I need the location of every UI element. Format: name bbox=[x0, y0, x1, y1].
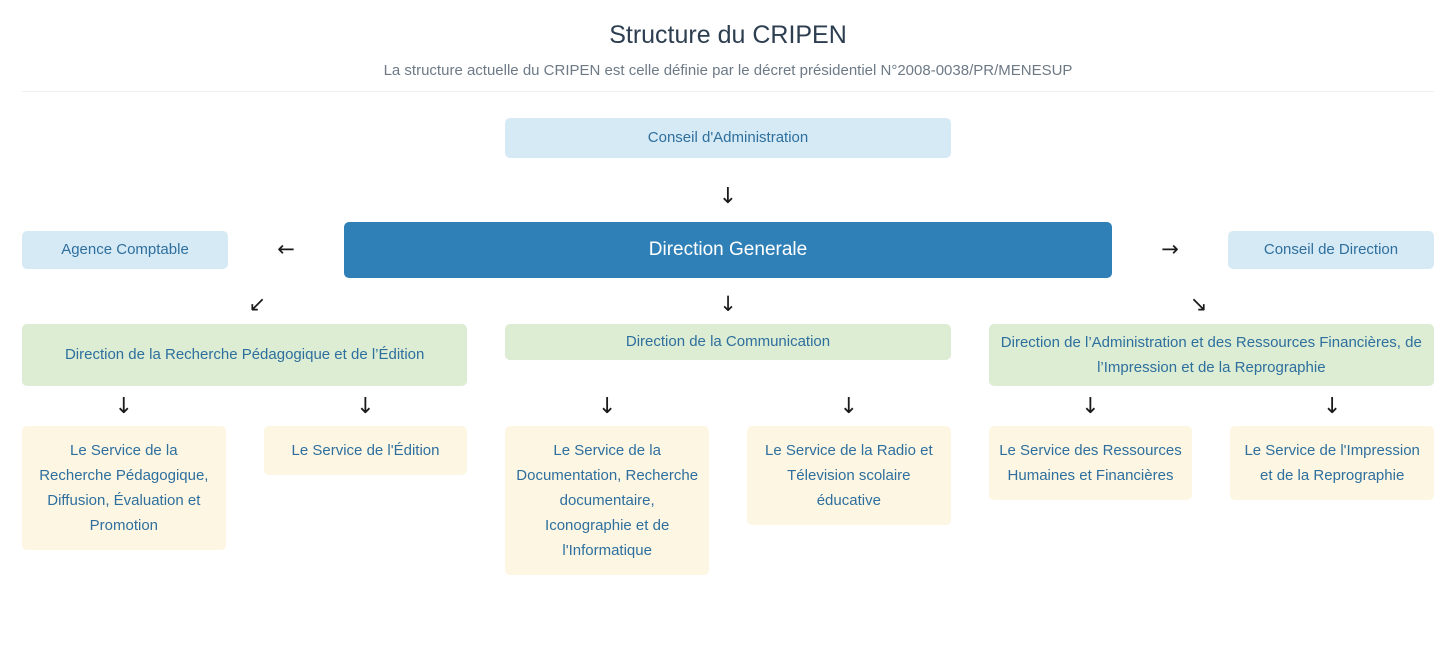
node-label: Le Service de la Radio et Télevision sco… bbox=[765, 441, 933, 509]
arrow-down-icon: ↓ bbox=[718, 183, 738, 209]
connector-to-service-2-1: ↓ bbox=[505, 393, 709, 419]
arrow-down-icon: ↓ bbox=[1322, 393, 1342, 419]
node-agence-comptable[interactable]: Agence Comptable bbox=[22, 230, 228, 269]
branch-connector-center: ↓ bbox=[493, 291, 964, 318]
arrow-down-icon: ↓ bbox=[114, 393, 134, 419]
service-slot-2-1: Le Service de la Documentation, Recherch… bbox=[505, 425, 709, 575]
service-slot-1-1: Le Service de la Recherche Pédagogique, … bbox=[22, 425, 226, 550]
node-label: Le Service de l'Édition bbox=[291, 441, 440, 459]
service-connectors-column-1: ↓ ↓ bbox=[22, 393, 468, 419]
node-service-radio-television[interactable]: Le Service de la Radio et Télevision sco… bbox=[747, 425, 951, 525]
board-row: Conseil d'Administration bbox=[22, 117, 1434, 158]
services-column-1: Le Service de la Recherche Pédagogique, … bbox=[22, 425, 468, 550]
connector-to-service-3-2: ↓ bbox=[1230, 393, 1434, 419]
direction-column-2: Direction de la Communication bbox=[505, 323, 951, 360]
page-title: Structure du CRIPEN bbox=[609, 21, 847, 49]
node-label: Direction de la Recherche Pédagogique et… bbox=[64, 346, 425, 363]
arrow-down-icon: ↓ bbox=[719, 291, 737, 316]
page-subtitle: La structure actuelle du CRIPEN est cell… bbox=[383, 61, 1073, 79]
service-connectors-column-3: ↓ ↓ bbox=[989, 393, 1434, 419]
node-label: Direction Generale bbox=[648, 239, 808, 260]
node-direction-recherche-pedagogique-edition[interactable]: Direction de la Recherche Pédagogique et… bbox=[22, 323, 468, 386]
service-slot-2-2: Le Service de la Radio et Télevision sco… bbox=[747, 425, 951, 525]
branch-connector-left: ↙ bbox=[22, 291, 493, 318]
node-label: Le Service de la Documentation, Recherch… bbox=[516, 441, 699, 559]
node-label: Le Service de l'Impression et de la Repr… bbox=[1244, 441, 1420, 484]
service-slot-3-1: Le Service des Ressources Humaines et Fi… bbox=[988, 425, 1193, 500]
node-direction-administration-ressources[interactable]: Direction de l’Administration et des Res… bbox=[988, 323, 1434, 386]
arrow-left-icon: ← bbox=[277, 237, 295, 261]
node-service-ressources-humaines[interactable]: Le Service des Ressources Humaines et Fi… bbox=[988, 425, 1193, 500]
node-label: Direction de la Communication bbox=[625, 333, 831, 350]
service-connectors-column-2: ↓ ↓ bbox=[505, 393, 951, 419]
directions-row: Direction de la Recherche Pédagogique et… bbox=[22, 323, 1434, 386]
service-slot-1-2: Le Service de l'Édition bbox=[263, 425, 468, 475]
arrow-down-icon: ↓ bbox=[1081, 393, 1100, 419]
connector-to-conseil-direction: → bbox=[1112, 239, 1228, 260]
services-column-3: Le Service des Ressources Humaines et Fi… bbox=[988, 425, 1434, 500]
node-service-documentation[interactable]: Le Service de la Documentation, Recherch… bbox=[505, 425, 709, 575]
node-label: Direction de l’Administration et des Res… bbox=[1000, 333, 1422, 376]
connector-board-to-direction: ↓ bbox=[22, 183, 1434, 209]
node-direction-generale[interactable]: Direction Generale bbox=[344, 221, 1112, 278]
arrow-down-icon: ↓ bbox=[356, 393, 375, 419]
connector-to-service-1-2: ↓ bbox=[264, 393, 468, 419]
direction-column-1: Direction de la Recherche Pédagogique et… bbox=[22, 323, 468, 386]
services-row: Le Service de la Recherche Pédagogique, … bbox=[22, 425, 1434, 575]
node-service-impression-reprographie[interactable]: Le Service de l'Impression et de la Repr… bbox=[1230, 425, 1434, 500]
connector-to-service-1-1: ↓ bbox=[22, 393, 226, 419]
connector-to-service-3-1: ↓ bbox=[989, 393, 1193, 419]
node-direction-communication[interactable]: Direction de la Communication bbox=[505, 323, 951, 360]
services-column-2: Le Service de la Documentation, Recherch… bbox=[505, 425, 951, 575]
node-conseil-administration[interactable]: Conseil d'Administration bbox=[505, 117, 951, 158]
node-service-recherche-pedagogique[interactable]: Le Service de la Recherche Pédagogique, … bbox=[22, 425, 226, 550]
arrow-down-icon: ↓ bbox=[597, 393, 617, 419]
node-label: Conseil de Direction bbox=[1263, 241, 1399, 258]
node-label: Agence Comptable bbox=[61, 241, 189, 258]
service-connectors-row: ↓ ↓ ↓ ↓ ↓ ↓ bbox=[22, 393, 1434, 419]
direction-column-3: Direction de l’Administration et des Res… bbox=[988, 323, 1434, 386]
arrow-down-icon: ↓ bbox=[839, 393, 859, 419]
node-label: Conseil d'Administration bbox=[647, 129, 809, 146]
connector-to-agence-comptable: ← bbox=[228, 239, 344, 260]
node-service-edition[interactable]: Le Service de l'Édition bbox=[263, 425, 468, 475]
direction-generale-row: Agence Comptable ← Direction Generale → … bbox=[22, 221, 1434, 278]
connector-to-service-2-2: ↓ bbox=[747, 393, 951, 419]
branch-connectors-row: ↙ ↓ ↘ bbox=[22, 291, 1434, 318]
page-header: Structure du CRIPEN La structure actuell… bbox=[22, 0, 1434, 92]
branch-connector-right: ↘ bbox=[963, 291, 1434, 318]
node-conseil-direction[interactable]: Conseil de Direction bbox=[1228, 230, 1434, 269]
arrow-down-right-icon: ↘ bbox=[1189, 291, 1208, 316]
node-label: Le Service des Ressources Humaines et Fi… bbox=[999, 441, 1182, 484]
service-slot-3-2: Le Service de l'Impression et de la Repr… bbox=[1230, 425, 1434, 500]
node-label: Le Service de la Recherche Pédagogique, … bbox=[39, 441, 209, 534]
arrow-right-icon: → bbox=[1161, 237, 1179, 261]
arrow-down-left-icon: ↙ bbox=[248, 291, 267, 316]
